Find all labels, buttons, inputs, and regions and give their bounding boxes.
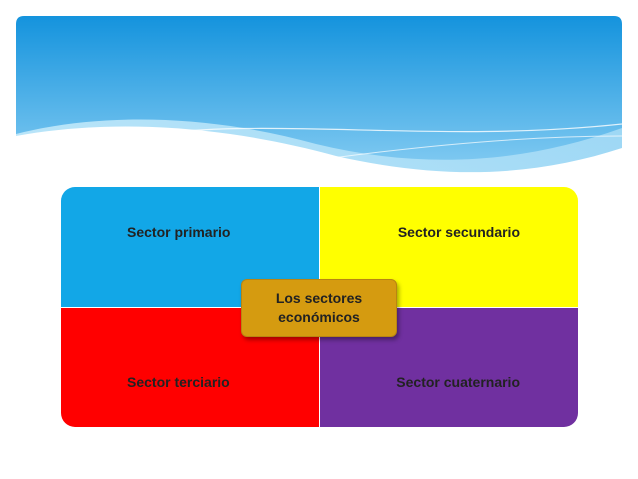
quadrant-label-cuaternario: Sector cuaternario: [396, 374, 520, 390]
banner-wave-front: [16, 126, 622, 186]
header-banner: [16, 16, 622, 186]
banner-wave-line: [135, 123, 622, 137]
quadrant-label-terciario: Sector terciario: [127, 374, 230, 390]
quadrant-label-secundario: Sector secundario: [397, 224, 520, 240]
quadrant-label-primario: Sector primario: [127, 224, 231, 240]
center-label: Los sectores económicos: [275, 290, 363, 325]
banner-wave-line-2: [275, 135, 622, 167]
center-box: Los sectores económicos: [241, 279, 397, 337]
